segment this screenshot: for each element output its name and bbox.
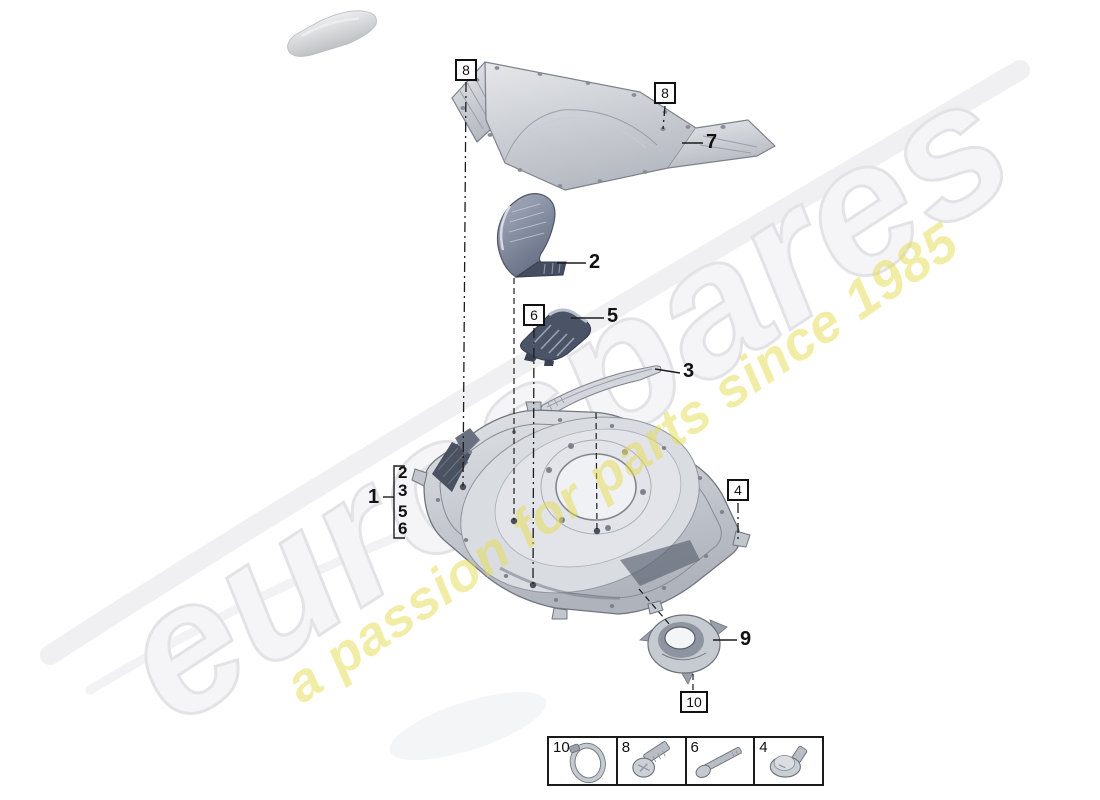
leader-ring-position [638,588,671,626]
pan-head-screw-icon [631,741,670,778]
callout-2[interactable]: 2 [589,251,601,273]
fastening-points [459,483,601,589]
swoosh-curve-main [40,60,1030,665]
part-2-air-duct [496,193,567,278]
callout-5[interactable]: 5 [607,305,619,327]
fastener-label-8: 8 [621,739,631,756]
leader-3 [654,368,681,374]
bracket-item-6[interactable]: 6 [398,519,408,538]
callout-box-8-left[interactable]: 8 [455,59,477,81]
leader-8-left [462,81,467,487]
callout-3[interactable]: 3 [683,360,695,382]
fastener-label-6: 6 [690,739,699,756]
leader-lines-dashed [513,278,694,691]
fastener-legend-table: 10 8 6 4 [547,736,824,786]
callout-7[interactable]: 7 [706,131,718,153]
fastener-label-4: 4 [759,739,768,756]
fastener-cell-4[interactable]: 4 [753,738,822,784]
bracket-item-5[interactable]: 5 [398,502,408,521]
long-bolt-icon [695,746,743,779]
callout-box-8-right[interactable]: 8 [654,82,676,104]
callout-9[interactable]: 9 [740,628,752,650]
callout-box-10[interactable]: 10 [680,691,708,713]
part-5-vent-grille [520,308,592,366]
part-7-cover-panel [451,61,776,191]
leader-8-right [662,105,666,130]
clamp-ring-icon [568,742,606,784]
leader-lines-dashdot [462,81,739,585]
bracket-1-group [393,465,405,539]
callout-box-6[interactable]: 6 [523,304,545,326]
callout-1[interactable]: 1 [368,486,380,508]
fastener-cell-6[interactable]: 6 [684,738,754,784]
fastener-label-10: 10 [553,739,570,756]
fastener-cell-10[interactable]: 10 [549,738,616,784]
swoosh-smudge [389,691,547,761]
part-3-trim-strip [540,365,662,415]
tub-bolts [435,418,725,608]
bracket-item-3[interactable]: 3 [398,481,408,500]
flange-screw-icon [769,745,808,778]
part-9-grommet-ring [639,614,728,685]
callout-box-4[interactable]: 4 [727,479,749,501]
car-silhouette-thumbnail [287,10,377,57]
bracket-item-2[interactable]: 2 [398,463,408,482]
part-1-luggage-tub [411,401,751,620]
leader-lines-solid [383,142,737,641]
fastener-cell-8[interactable]: 8 [615,738,685,784]
leader-6 [532,327,535,585]
